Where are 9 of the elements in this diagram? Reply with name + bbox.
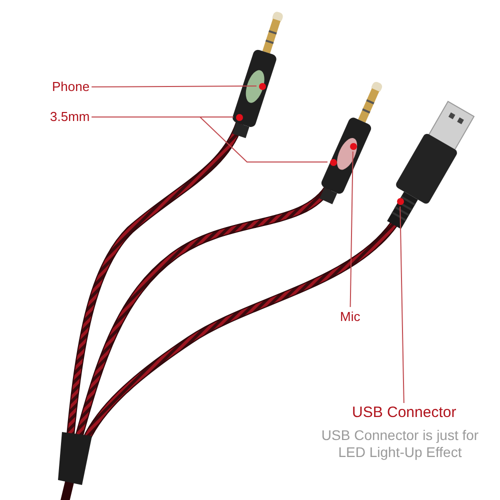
callout-label: Phone xyxy=(52,79,90,95)
callout-label: 3.5mm xyxy=(50,109,90,125)
callout-label: Mic xyxy=(340,309,360,325)
leader-line xyxy=(91,116,328,162)
leader-line xyxy=(400,206,404,404)
note-text: USB Connector is just for LED Light-Up Effect xyxy=(320,427,480,461)
marker-dot xyxy=(396,198,404,204)
leader-line xyxy=(91,86,257,88)
callout-title: USB Connector xyxy=(352,405,456,421)
